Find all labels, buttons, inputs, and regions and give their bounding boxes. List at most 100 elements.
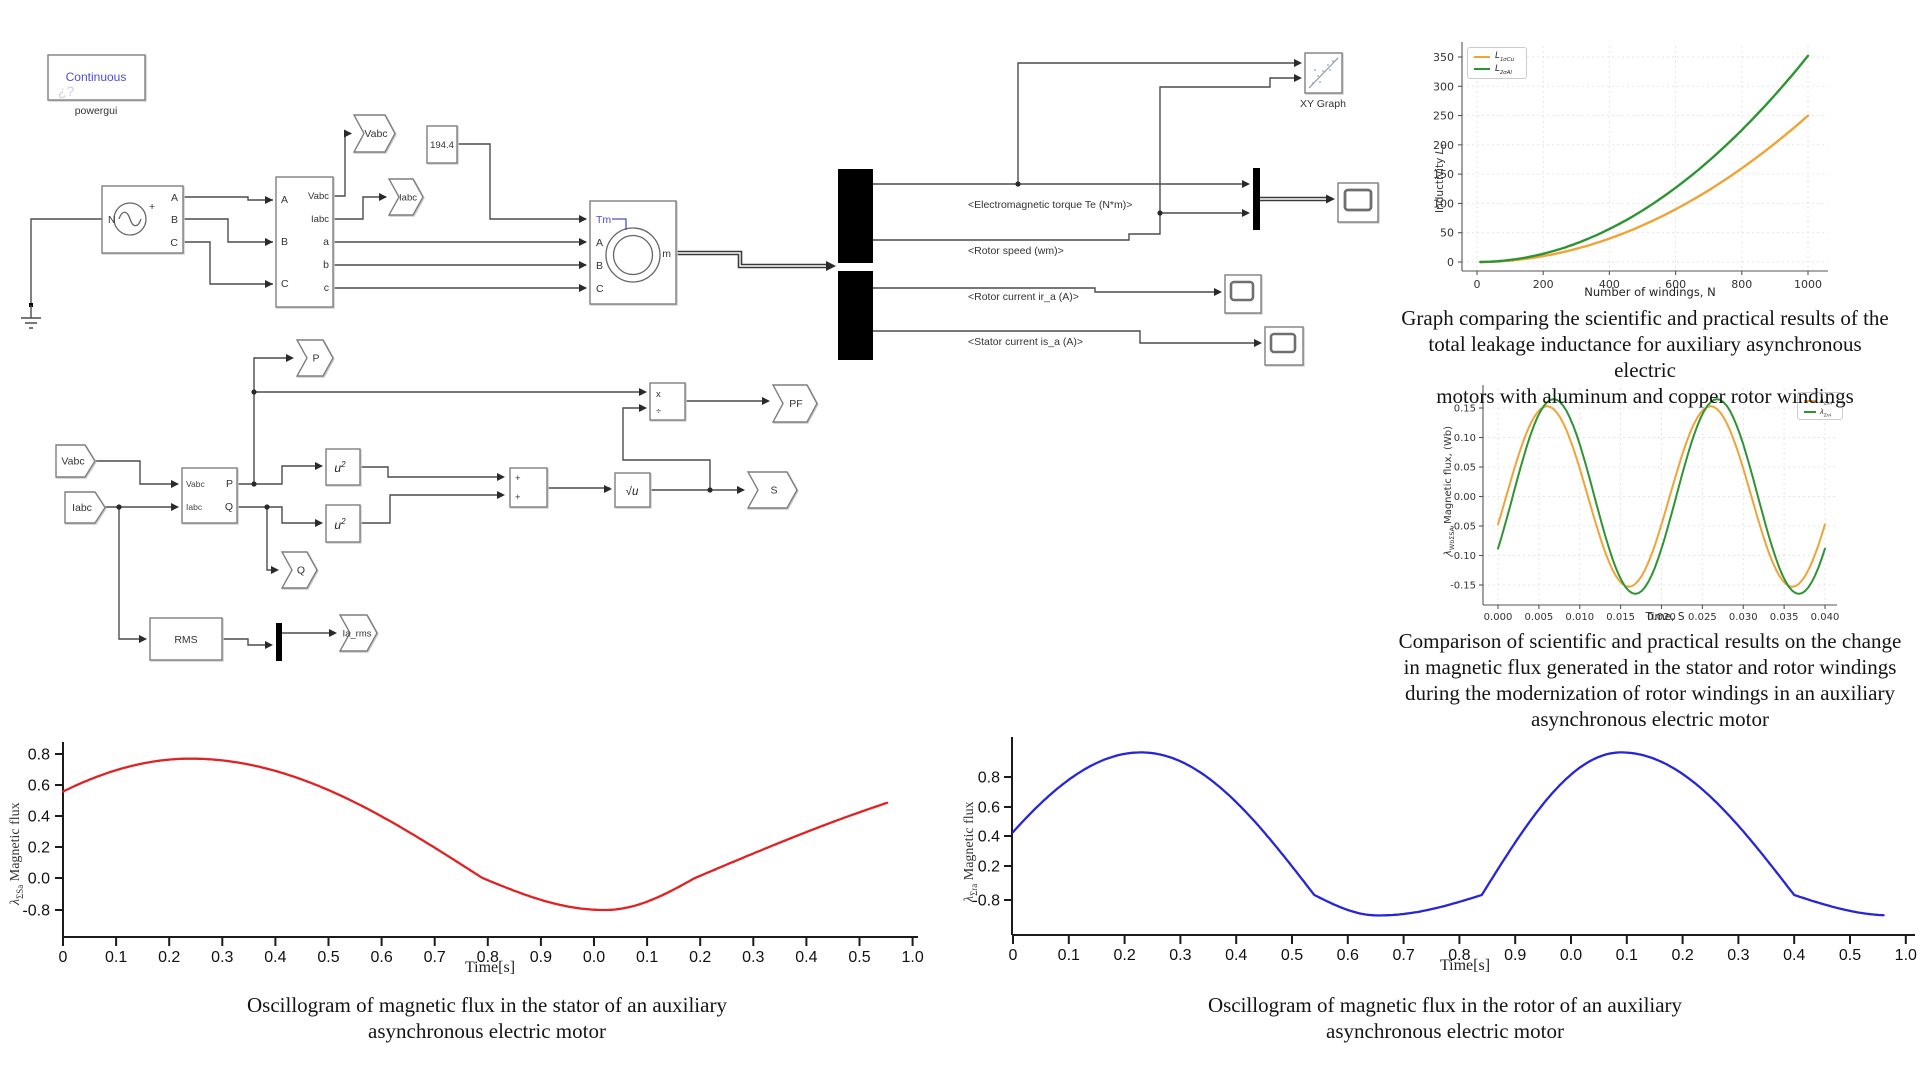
tick-label: 0.8 (477, 949, 499, 966)
tick-label: 0.05 (1454, 463, 1476, 474)
tick-label: 1000 (1794, 278, 1822, 291)
tick-label: 0.4 (978, 829, 1000, 846)
ylabel-flux: λWbΣSA Magnetic flux, (Wb) (1443, 426, 1456, 556)
sum-plus-1: + (515, 473, 521, 484)
tick-label: 100 (1433, 197, 1454, 210)
bus-selector-upper (838, 169, 873, 263)
tick-label: 800 (1731, 278, 1752, 291)
square-block-bottom (325, 504, 361, 543)
legend-entry: L1σCu (1474, 50, 1520, 63)
machine-port-c: C (596, 283, 604, 295)
tick-label: 0.3 (211, 949, 233, 966)
goto-tag-vabc (352, 114, 396, 153)
selector-bar (276, 623, 282, 661)
tick-label: 0.15 (1454, 404, 1476, 415)
legend-entry: λΣsA (1804, 395, 1836, 407)
meas-out-b: b (323, 259, 329, 271)
source-port-c: C (170, 237, 178, 249)
scope-screen-icon (1269, 332, 1297, 354)
tick-label: 0.5 (317, 949, 339, 966)
caption-rotor: Oscillogram of magnetic flux in the roto… (1095, 992, 1795, 1044)
tick-label: 0.5 (1281, 947, 1303, 964)
sine-wave-icon (118, 211, 142, 227)
power-in-iabc: Iabc (186, 502, 203, 512)
legend-line-green-icon (1804, 411, 1816, 414)
legend-label: λΣsA (1820, 395, 1832, 407)
machine-port-b: B (596, 260, 603, 272)
tick-label: 0.9 (1504, 947, 1526, 964)
ylabel-rotor: λΣra Magnetic flux (962, 801, 979, 902)
ground-icon (21, 305, 41, 329)
tick-label: 0.000 (1484, 612, 1513, 623)
tick-label: 0.3 (742, 949, 764, 966)
tick-label: 0 (59, 949, 68, 966)
legend-inductance: L1σCu L2σAl (1467, 47, 1527, 79)
constant-value: 194.4 (430, 140, 454, 151)
scope-screen-icon (1229, 280, 1255, 302)
vi-measurement-body (275, 176, 334, 308)
tick-label: 0.2 (28, 840, 50, 857)
from-tag-iabc-label: Iabc (72, 502, 92, 514)
tick-label: 0.010 (1565, 612, 1594, 623)
legend-sub: 1σCu (1500, 56, 1515, 63)
junction (1157, 210, 1163, 216)
bus-label-speed: <Rotor speed (wm)> (968, 245, 1064, 257)
bus-label-rotor-current: <Rotor current ir_a (A)> (968, 291, 1079, 303)
legend-line-orange-icon (1804, 399, 1816, 402)
junction (251, 481, 257, 487)
machine-outer-circle (605, 227, 661, 283)
caption-inductance: Graph comparing the scientific and pract… (1395, 305, 1895, 409)
scope-2 (1224, 274, 1262, 314)
tick-label: 0.2 (1671, 947, 1693, 964)
caption-line: Comparison of scientific and practical r… (1398, 629, 1902, 653)
tick-label: 0.1 (105, 949, 127, 966)
caption-line: Graph comparing the scientific and pract… (1401, 306, 1889, 330)
machine-port-tm: Tm (596, 214, 611, 226)
tick-label: 200 (1433, 139, 1454, 152)
tick-label: 250 (1433, 110, 1454, 123)
goto-tag-p-label: P (312, 353, 319, 365)
legend-line-orange-icon (1474, 55, 1490, 58)
tick-label: 1.0 (1895, 947, 1917, 964)
goto-tag-q (280, 551, 318, 589)
tick-label: 400 (1599, 278, 1620, 291)
tick-label: 0.6 (28, 778, 50, 795)
tick-label: 150 (1433, 168, 1454, 181)
power-in-vabc: Vabc (186, 479, 205, 489)
goto-tag-s-label: S (770, 485, 777, 497)
series-2σAl (1479, 54, 1810, 264)
tick-label: 0.6 (370, 949, 392, 966)
vi-measurement-block: A B C Vabc Iabc a b c (275, 176, 334, 308)
ylabel-stator: λΣSa Magnetic flux (8, 802, 25, 905)
tick-label: 0 (1447, 256, 1454, 269)
tick-label: 0.1 (636, 949, 658, 966)
tick-label: 0.2 (689, 949, 711, 966)
legend-entry: L2σAl (1474, 63, 1520, 76)
caption-line: total leakage inductance for auxiliary a… (1428, 332, 1862, 382)
meas-out-iabc: Iabc (311, 214, 329, 225)
tick-label: 0.3 (1727, 947, 1749, 964)
square-exp: 2 (340, 517, 346, 526)
legend-label: L2σAl (1495, 63, 1512, 76)
meas-out-c: c (324, 282, 329, 294)
ylabel-var: λ (8, 898, 23, 905)
meas-in-c: C (281, 278, 289, 290)
legend-flux: λΣsA λΣrA (1797, 392, 1843, 420)
series-c4 (1011, 751, 1885, 917)
source-plus: + (149, 201, 155, 213)
sqrt-label: √u (626, 485, 639, 498)
power-out-q: Q (225, 501, 233, 513)
ylabel-sub: WbΣSA (1448, 527, 1456, 551)
tick-label: 0 (1474, 278, 1481, 291)
scope-3 (1264, 326, 1304, 366)
tick-label: 0.10 (1454, 433, 1476, 444)
wire-source-side (30, 132, 586, 305)
tick-label: 0.4 (795, 949, 817, 966)
ylabel-var: λ (1443, 550, 1454, 556)
tm-link (612, 218, 627, 230)
tick-label: 200 (1533, 278, 1554, 291)
junction (1015, 181, 1021, 187)
rms-label: RMS (174, 634, 197, 646)
